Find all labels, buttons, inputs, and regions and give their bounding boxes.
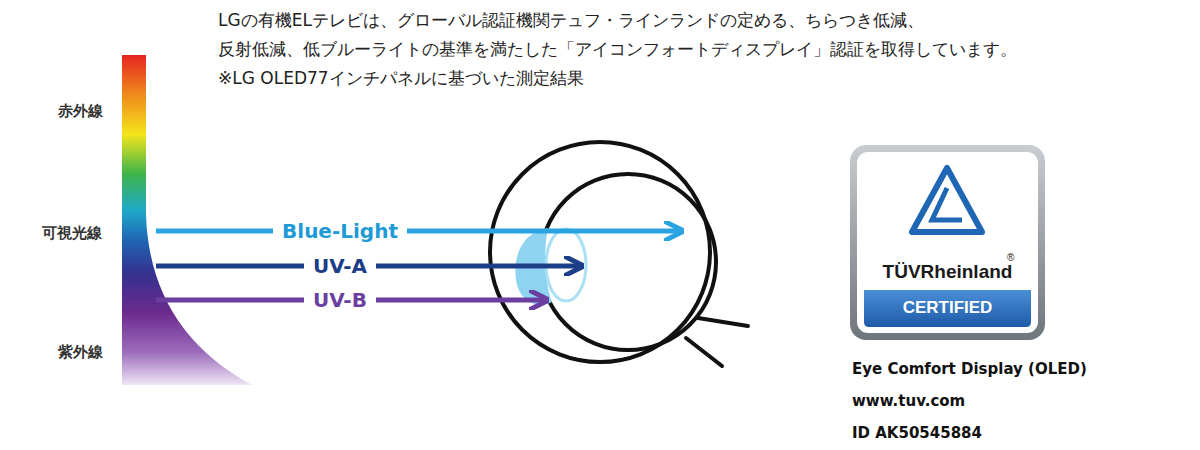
ray-label: UV-B — [304, 288, 376, 313]
certified-text: CERTIFIED — [903, 299, 993, 318]
ultraviolet-label: 紫外線 — [58, 343, 103, 362]
visible-light-label: 可視光線 — [42, 224, 102, 243]
cert-id: ID AK50545884 — [852, 424, 982, 443]
tuv-badge-art — [850, 145, 1045, 340]
infrared-label: 赤外線 — [58, 102, 103, 121]
brand-name: TÜVRheinland — [883, 262, 1013, 283]
spectrum-bar — [122, 55, 252, 385]
registered-mark: ® — [1007, 252, 1014, 263]
certification-badge: TÜVRheinland® CERTIFIED — [850, 145, 1045, 340]
blue-light-ray — [156, 229, 680, 234]
cert-url: www.tuv.com — [852, 392, 965, 411]
cert-name: Eye Comfort Display (OLED) — [852, 360, 1087, 379]
intro-note: LGの有機ELテレビは、グローバル認証機関テュフ・ラインランドの定める、ちらつき… — [218, 6, 1017, 64]
eye-illustration — [490, 142, 748, 366]
footnote: ※LG OLED77インチパネルに基づいた測定結果 — [218, 64, 584, 93]
ray-label: UV-A — [304, 254, 376, 279]
ray-label: Blue-Light — [273, 219, 407, 244]
